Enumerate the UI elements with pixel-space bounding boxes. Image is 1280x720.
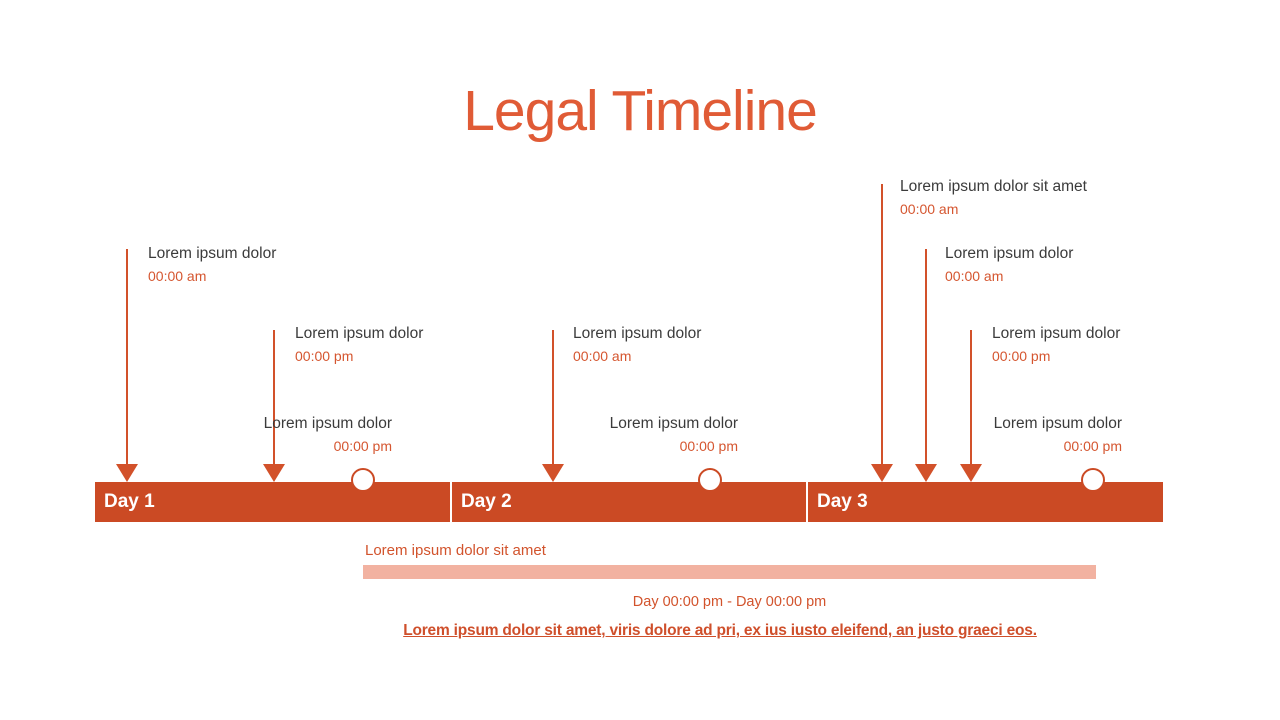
footer-note: Lorem ipsum dolor sit amet, viris dolore…	[403, 622, 1037, 639]
duration-bar	[363, 565, 1096, 579]
day-label: Day 3	[817, 491, 868, 512]
milestone-title: Lorem ipsum dolor	[609, 415, 738, 432]
duration-label: Lorem ipsum dolor sit amet	[365, 542, 546, 559]
event-time: 00:00 am	[945, 268, 1004, 284]
event-line	[970, 330, 972, 465]
arrow-down-icon	[542, 464, 564, 482]
event-title: Lorem ipsum dolor	[295, 325, 424, 342]
event-time: 00:00 am	[900, 201, 959, 217]
arrow-down-icon	[960, 464, 982, 482]
event-time: 00:00 am	[573, 348, 632, 364]
event-label-block: Lorem ipsum dolor 00:00 am	[148, 244, 276, 285]
timeline-bar: Day 1 Day 2 Day 3	[95, 482, 1163, 522]
event-title: Lorem ipsum dolor	[945, 245, 1074, 262]
event-line	[273, 330, 275, 465]
event-label-block: Lorem ipsum dolor sit amet 00:00 am	[900, 177, 1087, 218]
event-label-block: Lorem ipsum dolor 00:00 pm	[992, 324, 1120, 365]
timeline-day-3: Day 3	[808, 482, 1163, 522]
event-title: Lorem ipsum dolor	[992, 325, 1121, 342]
arrow-down-icon	[116, 464, 138, 482]
milestone-label-block: Lorem ipsum dolor 00:00 pm	[518, 414, 738, 455]
day-label: Day 2	[461, 491, 512, 512]
event-label-block: Lorem ipsum dolor 00:00 pm	[295, 324, 423, 365]
event-time: 00:00 am	[148, 268, 207, 284]
duration-range: Day 00:00 pm - Day 00:00 pm	[632, 594, 827, 610]
milestone-label-block: Lorem ipsum dolor 00:00 pm	[172, 414, 392, 455]
arrow-down-icon	[263, 464, 285, 482]
day-label: Day 1	[104, 491, 155, 512]
event-line	[552, 330, 554, 465]
event-title: Lorem ipsum dolor	[148, 245, 277, 262]
milestone-circle-icon	[1081, 468, 1105, 492]
page-title: Legal Timeline	[463, 79, 818, 143]
event-time: 00:00 pm	[992, 348, 1051, 364]
event-label-block: Lorem ipsum dolor 00:00 am	[945, 244, 1073, 285]
day-divider	[450, 482, 452, 522]
event-time: 00:00 pm	[295, 348, 354, 364]
milestone-label-block: Lorem ipsum dolor 00:00 pm	[902, 414, 1122, 455]
timeline-day-1: Day 1	[95, 482, 450, 522]
milestone-time: 00:00 pm	[333, 438, 392, 454]
milestone-circle-icon	[698, 468, 722, 492]
event-line	[925, 249, 927, 465]
arrow-down-icon	[871, 464, 893, 482]
milestone-title: Lorem ipsum dolor	[993, 415, 1122, 432]
event-title: Lorem ipsum dolor sit amet	[900, 178, 1087, 195]
event-line	[126, 249, 128, 465]
milestone-title: Lorem ipsum dolor	[263, 415, 392, 432]
arrow-down-icon	[915, 464, 937, 482]
event-line	[881, 184, 883, 465]
day-divider	[806, 482, 808, 522]
milestone-circle-icon	[351, 468, 375, 492]
milestone-time: 00:00 pm	[1063, 438, 1122, 454]
timeline-day-2: Day 2	[452, 482, 806, 522]
event-label-block: Lorem ipsum dolor 00:00 am	[573, 324, 701, 365]
milestone-time: 00:00 pm	[679, 438, 738, 454]
event-title: Lorem ipsum dolor	[573, 325, 702, 342]
